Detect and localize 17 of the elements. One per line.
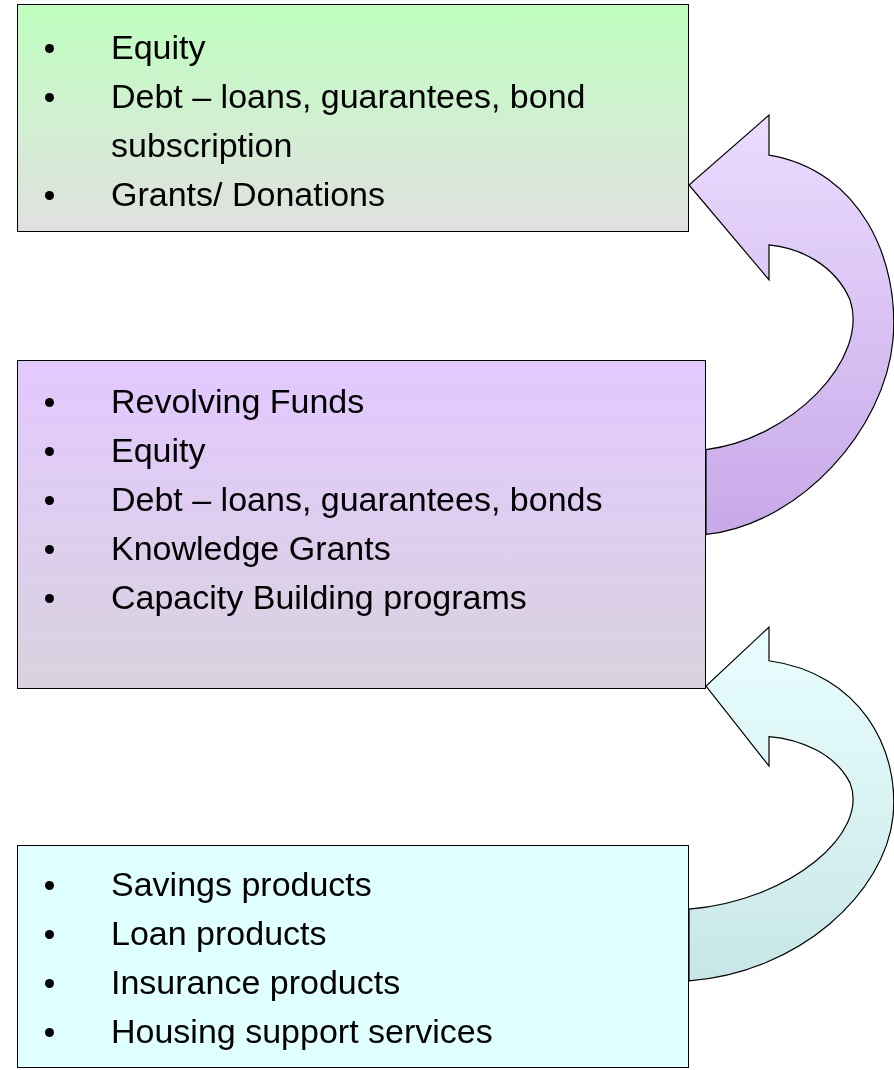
list-item: Insurance products xyxy=(111,962,402,1003)
list-item: Housing support services xyxy=(111,1011,494,1052)
list-item: Capacity Building programs xyxy=(111,577,528,618)
list-item: Equity xyxy=(111,27,207,68)
text-box xyxy=(17,4,689,232)
list-item: Debt – loans, guarantees, bond subscription xyxy=(111,76,587,166)
curved-arrow xyxy=(688,626,894,982)
text-box xyxy=(17,845,689,1068)
curved-arrow xyxy=(688,114,894,536)
list-item: Savings products xyxy=(111,864,373,905)
list-item: Revolving Funds xyxy=(111,381,366,422)
list-item: Grants/ Donations xyxy=(111,174,387,215)
list-item: Equity xyxy=(111,430,207,471)
list-item: Loan products xyxy=(111,913,328,954)
text-box xyxy=(17,360,706,689)
list-item: Debt – loans, guarantees, bonds xyxy=(111,479,604,520)
list-item: Knowledge Grants xyxy=(111,528,392,569)
